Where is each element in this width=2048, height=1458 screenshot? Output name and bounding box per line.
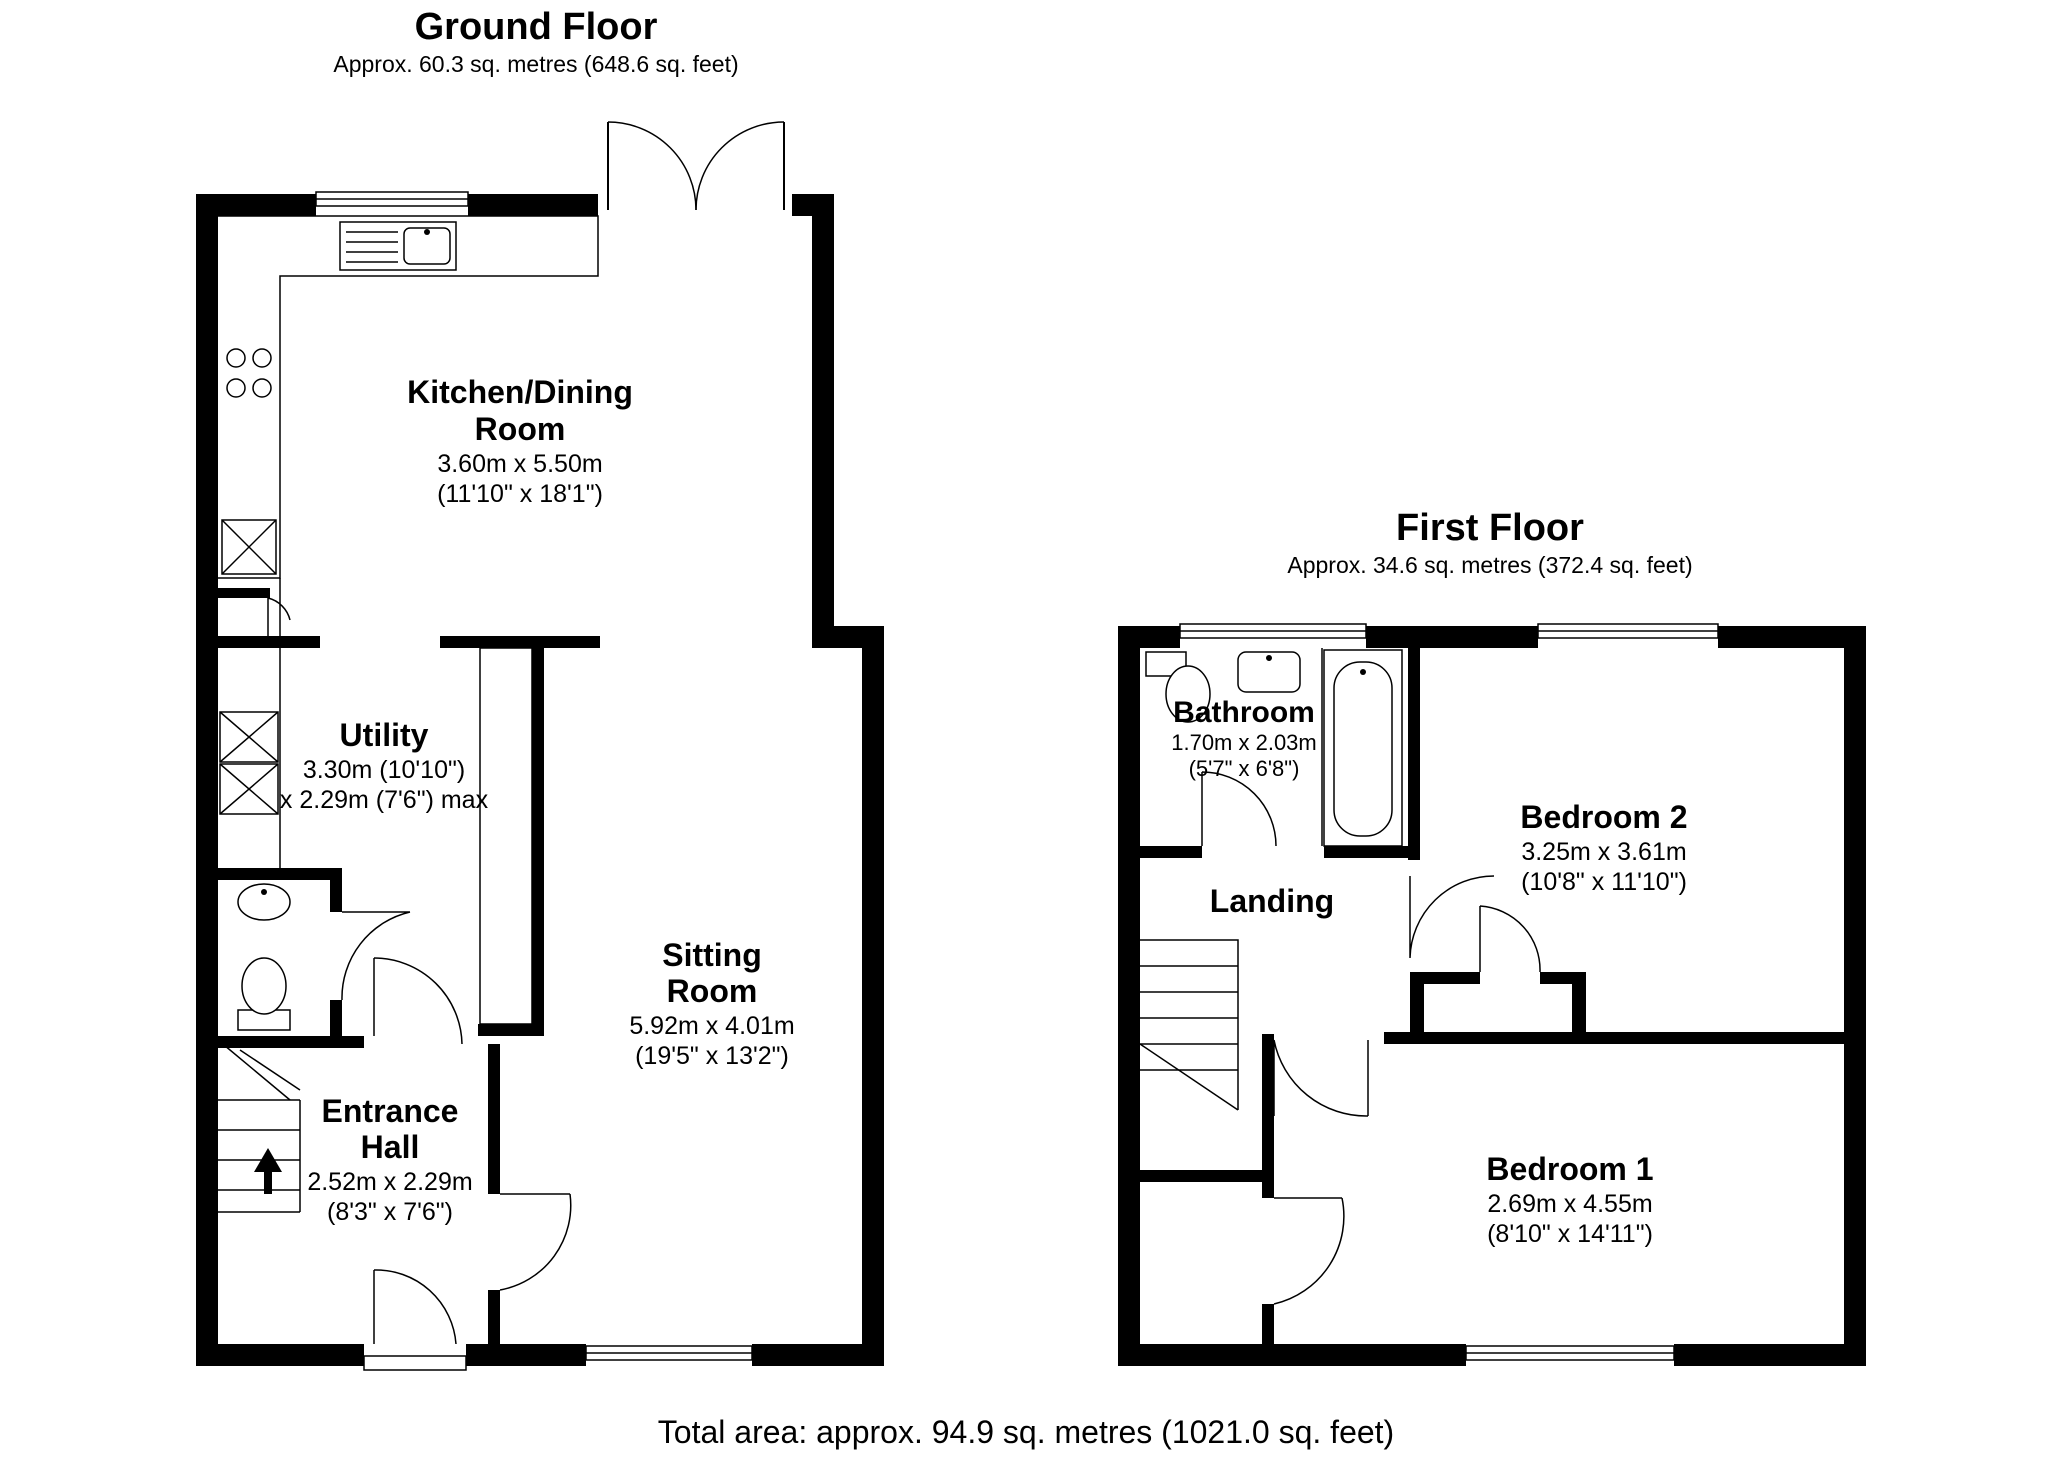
gf-wall-wc-bottom bbox=[218, 1036, 364, 1048]
entrance-metric: 2.52m x 2.29m bbox=[307, 1168, 472, 1196]
gf-wall-hall-sitting-upper bbox=[488, 1044, 500, 1194]
gf-wc-toilet bbox=[237, 957, 291, 1031]
ff-wall-right bbox=[1844, 626, 1866, 1366]
gf-wc-basin bbox=[237, 883, 291, 921]
ff-wall-left bbox=[1118, 626, 1140, 1366]
gf-wall-right bbox=[862, 626, 884, 1366]
bedroom1-metric: 2.69m x 4.55m bbox=[1487, 1190, 1652, 1218]
gf-wall-left bbox=[196, 194, 218, 1366]
gf-utility-door bbox=[373, 957, 463, 1045]
gf-front-door bbox=[373, 1269, 457, 1345]
gf-wall-bottom-left bbox=[196, 1344, 364, 1366]
ff-stairs bbox=[1139, 939, 1239, 1111]
bathroom-name: Bathroom bbox=[1173, 696, 1315, 729]
ff-wall-cupboard-top bbox=[1140, 1170, 1274, 1182]
gf-kitchen-sink bbox=[339, 221, 457, 271]
first-floor-area: Approx. 34.6 sq. metres (372.4 sq. feet) bbox=[1287, 552, 1692, 578]
ff-bedroom2-door bbox=[1409, 875, 1495, 959]
ff-wall-wardrobe-right bbox=[1572, 972, 1586, 1032]
sitting-name-line2: Room bbox=[667, 973, 758, 1009]
utility-name: Utility bbox=[340, 717, 429, 753]
bedroom1-name: Bedroom 1 bbox=[1486, 1151, 1653, 1187]
ff-wall-bed2-left bbox=[1408, 846, 1420, 860]
ff-bath bbox=[1323, 649, 1403, 847]
total-area: Total area: approx. 94.9 sq. metres (102… bbox=[658, 1414, 1394, 1450]
gf-utility-cupboard bbox=[479, 647, 533, 1025]
gf-wall-wc-right-lower bbox=[330, 1000, 342, 1040]
bedroom2-imperial: (10'8" x 11'10") bbox=[1521, 868, 1687, 896]
sitting-imperial: (19'5" x 13'2") bbox=[635, 1042, 789, 1070]
ff-wall-top-left bbox=[1118, 626, 1180, 648]
gf-wall-kitchen-right bbox=[812, 194, 834, 644]
ff-wall-wardrobe-top-left bbox=[1410, 972, 1480, 984]
ff-wall-top-mid bbox=[1366, 626, 1538, 648]
gf-window-entrance bbox=[363, 1355, 467, 1371]
gf-wall-kitchen-utility-right bbox=[440, 636, 600, 648]
gf-wall-bottom-right bbox=[752, 1344, 884, 1366]
gf-wall-kitchen-utility-left bbox=[218, 636, 320, 648]
ff-wall-wardrobe-top-right bbox=[1540, 972, 1586, 984]
bedroom2-metric: 3.25m x 3.61m bbox=[1521, 838, 1686, 866]
ff-wall-top-right bbox=[1718, 626, 1866, 648]
ff-wall-bathroom-bottom-left bbox=[1140, 846, 1202, 858]
gf-wall-bottom-mid bbox=[466, 1344, 586, 1366]
ff-wall-bathroom-bottom-right bbox=[1324, 846, 1420, 858]
ff-wall-bathroom-bed2 bbox=[1408, 648, 1420, 858]
first-floor-title: First Floor bbox=[1396, 507, 1584, 549]
gf-wall-top-mid bbox=[468, 194, 598, 216]
bedroom2-name: Bedroom 2 bbox=[1520, 799, 1687, 835]
gf-hob bbox=[226, 348, 272, 398]
gf-kitchen-worktop bbox=[218, 215, 599, 579]
gf-utility-appliance-2 bbox=[219, 763, 279, 815]
gf-wall-hall-sitting-lower bbox=[488, 1290, 500, 1350]
ff-wardrobe-door bbox=[1479, 905, 1541, 973]
bathroom-metric: 1.70m x 2.03m bbox=[1171, 730, 1317, 755]
ff-wall-bed1-left-lower bbox=[1262, 1304, 1274, 1348]
utility-dim-line2: x 2.29m (7'6") max bbox=[280, 786, 489, 814]
ground-floor-plan bbox=[196, 121, 884, 1371]
gf-french-doors bbox=[607, 121, 785, 211]
gf-wall-utility-bottom bbox=[478, 1024, 544, 1036]
gf-wall-wc-right-upper bbox=[330, 868, 342, 912]
ground-floor-area: Approx. 60.3 sq. metres (648.6 sq. feet) bbox=[333, 51, 738, 77]
utility-dim-line1: 3.30m (10'10") bbox=[303, 756, 465, 784]
entrance-name-line2: Hall bbox=[361, 1129, 420, 1165]
ff-wall-bottom-left bbox=[1118, 1344, 1466, 1366]
ff-wall-wardrobe-left bbox=[1410, 972, 1424, 1032]
gf-utility-appliance-1 bbox=[219, 711, 279, 763]
kitchen-metric: 3.60m x 5.50m bbox=[437, 450, 602, 478]
gf-stairs-up-arrow-icon bbox=[254, 1148, 282, 1194]
ff-wall-bed2-bottom bbox=[1384, 1032, 1844, 1044]
ff-basin bbox=[1237, 651, 1301, 693]
gf-wc-door bbox=[341, 911, 411, 1001]
kitchen-imperial: (11'10" x 18'1") bbox=[437, 480, 603, 508]
ff-cupboard-door bbox=[1273, 1197, 1345, 1305]
gf-stairs bbox=[217, 1039, 301, 1213]
ff-wall-bed1-left-upper bbox=[1262, 1034, 1274, 1198]
entrance-imperial: (8'3" x 7'6") bbox=[327, 1198, 453, 1226]
entrance-name-line1: Entrance bbox=[322, 1093, 459, 1129]
ground-floor-title: Ground Floor bbox=[415, 6, 658, 48]
bedroom1-imperial: (8'10" x 14'11") bbox=[1487, 1220, 1653, 1248]
gf-wall-utility-sitting bbox=[532, 648, 544, 1034]
gf-wall-cupboard bbox=[218, 588, 270, 598]
ff-wall-bottom-right bbox=[1674, 1344, 1866, 1366]
kitchen-name-line1: Kitchen/Dining bbox=[407, 374, 633, 410]
gf-wall-top-left bbox=[196, 194, 316, 216]
ff-bedroom1-door bbox=[1273, 1039, 1369, 1117]
sitting-metric: 5.92m x 4.01m bbox=[629, 1012, 794, 1040]
ff-toilet bbox=[1145, 651, 1211, 723]
ff-bathroom-door bbox=[1201, 771, 1277, 847]
first-floor-plan bbox=[1118, 623, 1866, 1366]
gf-sitting-door bbox=[499, 1193, 572, 1291]
gf-wall-wc-top bbox=[218, 868, 342, 880]
sitting-name-line1: Sitting bbox=[662, 937, 762, 973]
gf-kitchen-appliance bbox=[221, 519, 277, 575]
landing-name: Landing bbox=[1210, 883, 1334, 919]
gf-cupboard-door bbox=[267, 597, 291, 636]
kitchen-name-line2: Room bbox=[475, 411, 566, 447]
bathroom-imperial: (5'7" x 6'8") bbox=[1189, 756, 1300, 781]
